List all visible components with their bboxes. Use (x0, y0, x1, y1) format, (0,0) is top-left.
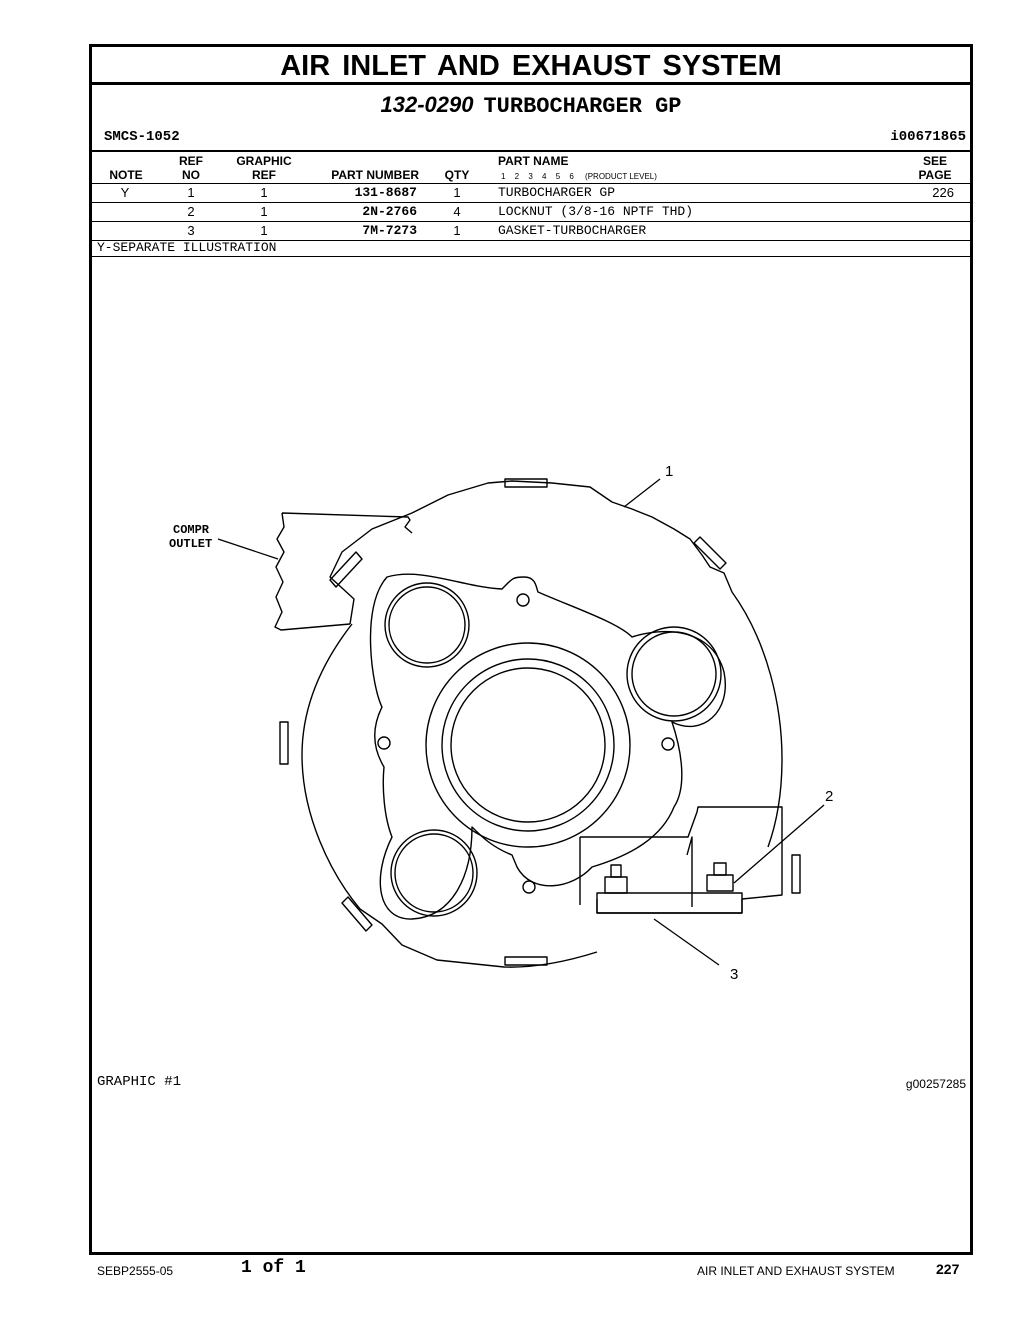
group-title: 132-0290 TURBOCHARGER GP (92, 91, 970, 121)
table-row: 3 1 7M-7273 1 GASKET-TURBOCHARGER (92, 221, 970, 241)
compr-label-line2: OUTLET (169, 537, 212, 551)
group-part-name: TURBOCHARGER GP (483, 94, 682, 119)
illustration-id: i00671865 (890, 129, 966, 145)
col-header-part-name: PART NAME (498, 154, 569, 168)
compr-label-line1: COMPR (173, 523, 210, 537)
table-row: 2 1 2N-2766 4 LOCKNUT (3/8-16 NPTF THD) (92, 202, 970, 221)
footer-section: AIR INLET AND EXHAUST SYSTEM (697, 1264, 895, 1278)
table-row: Y 1 1 131-8687 1 TURBOCHARGER GP 226 (92, 183, 970, 202)
group-part-number: 132-0290 (380, 92, 474, 117)
mounting-flange (369, 573, 726, 920)
turbine-housing (301, 480, 783, 968)
product-levels: 1 2 3 4 5 6 (PRODUCT LEVEL) (501, 172, 657, 181)
header-divider (92, 150, 970, 152)
see-page-link[interactable]: 226 (932, 185, 954, 200)
footer-page-number: 227 (936, 1261, 960, 1277)
flange-bosses (279, 478, 801, 966)
graphic-label: GRAPHIC #1 (97, 1074, 182, 1090)
part-number-link[interactable]: 131-8687 (354, 185, 417, 200)
callout-1: 1 (665, 463, 673, 480)
col-header-qty: QTY (444, 168, 470, 182)
col-header-part-number: PART NUMBER (331, 168, 419, 182)
part-number-link[interactable]: 7M-7273 (362, 223, 417, 238)
note-divider (92, 256, 970, 257)
callout-2: 2 (825, 788, 833, 805)
gasket-bracket (579, 806, 783, 914)
smcs-code: SMCS-1052 (104, 129, 180, 145)
turbocharger-illustration: 1 2 3 COMPR OUTLET (169, 463, 833, 983)
callout-3: 3 (730, 966, 738, 983)
parts-table: Y 1 1 131-8687 1 TURBOCHARGER GP 226 2 1… (92, 183, 970, 241)
page-frame: AIR INLET AND EXHAUST SYSTEM 132-0290 TUR… (89, 44, 973, 1255)
footer-page-of: 1 of 1 (241, 1258, 306, 1278)
leader-lines (217, 478, 825, 966)
note-legend: Y-SEPARATE ILLUSTRATION (97, 240, 277, 255)
footer-doc-id: SEBP2555-05 (97, 1264, 174, 1278)
compressor-outlet-duct (274, 512, 413, 631)
graphic-id: g00257285 (905, 1077, 966, 1091)
section-title: AIR INLET AND EXHAUST SYSTEM (92, 47, 970, 85)
col-header-note: NOTE (109, 168, 143, 182)
part-number-link[interactable]: 2N-2766 (362, 204, 417, 219)
